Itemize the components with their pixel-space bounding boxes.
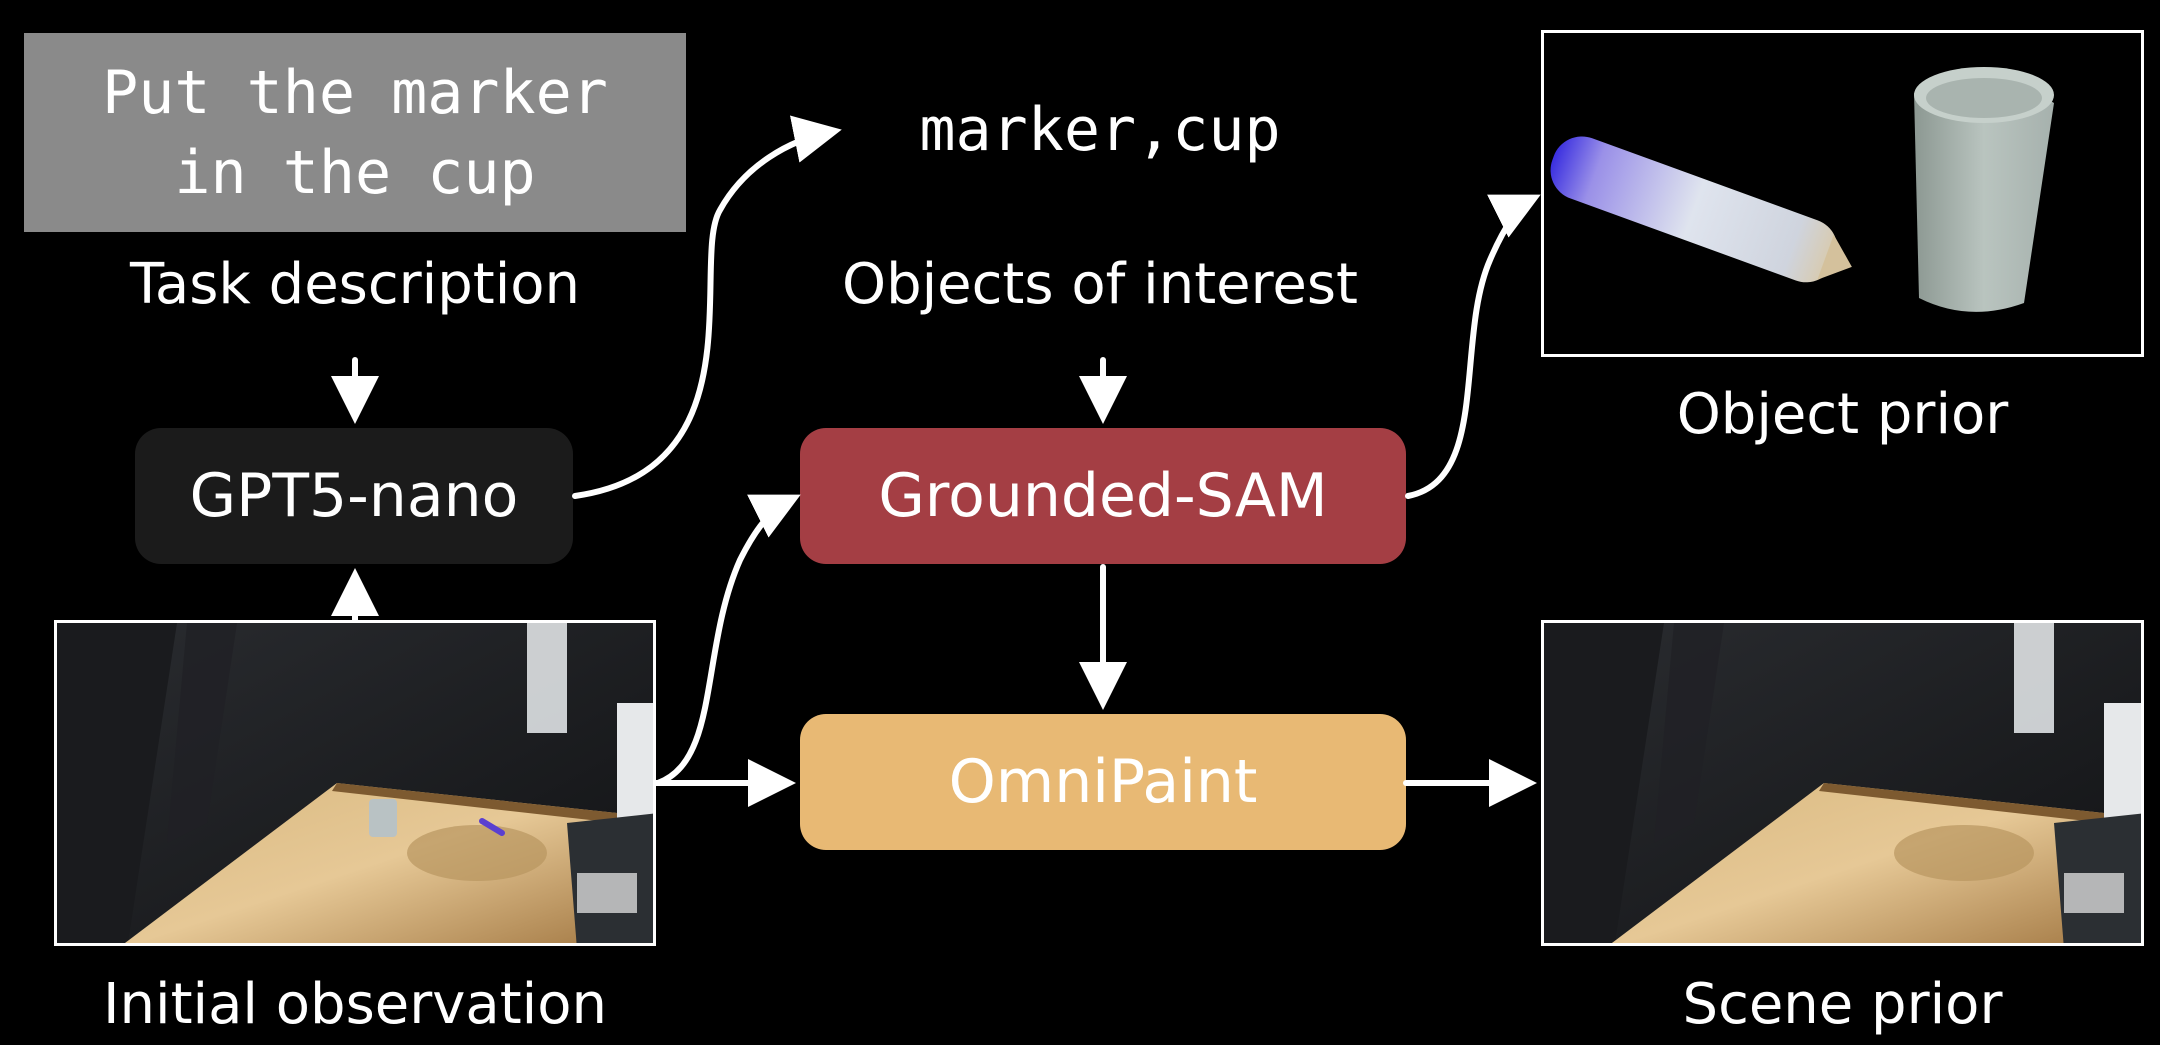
task-description-label: Task description [129,252,581,317]
scene-prior-image [1541,620,2144,946]
task-prompt-line-1: Put the marker [102,57,608,128]
object-prior-label: Object prior [1676,382,2009,447]
task-prompt-box: Put the marker in the cup [24,33,686,232]
omnipaint-node: OmniPaint [800,714,1406,850]
arrow-initial-to-gsam [655,494,801,786]
task-prompt-line-2: in the cup [174,137,536,208]
gpt5-nano-node: GPT5-nano [135,428,573,564]
object-prior-image [1541,30,2144,357]
objects-of-interest-label: Objects of interest [842,252,1358,317]
scene-prior-label: Scene prior [1682,972,2003,1037]
objects-text: marker,cup [919,95,1281,165]
arrow-gsam-to-object-prior [1405,194,1541,499]
initial-observation-image [54,620,656,946]
grounded-sam-node: Grounded-SAM [800,428,1406,564]
initial-observation-label: Initial observation [103,972,607,1037]
